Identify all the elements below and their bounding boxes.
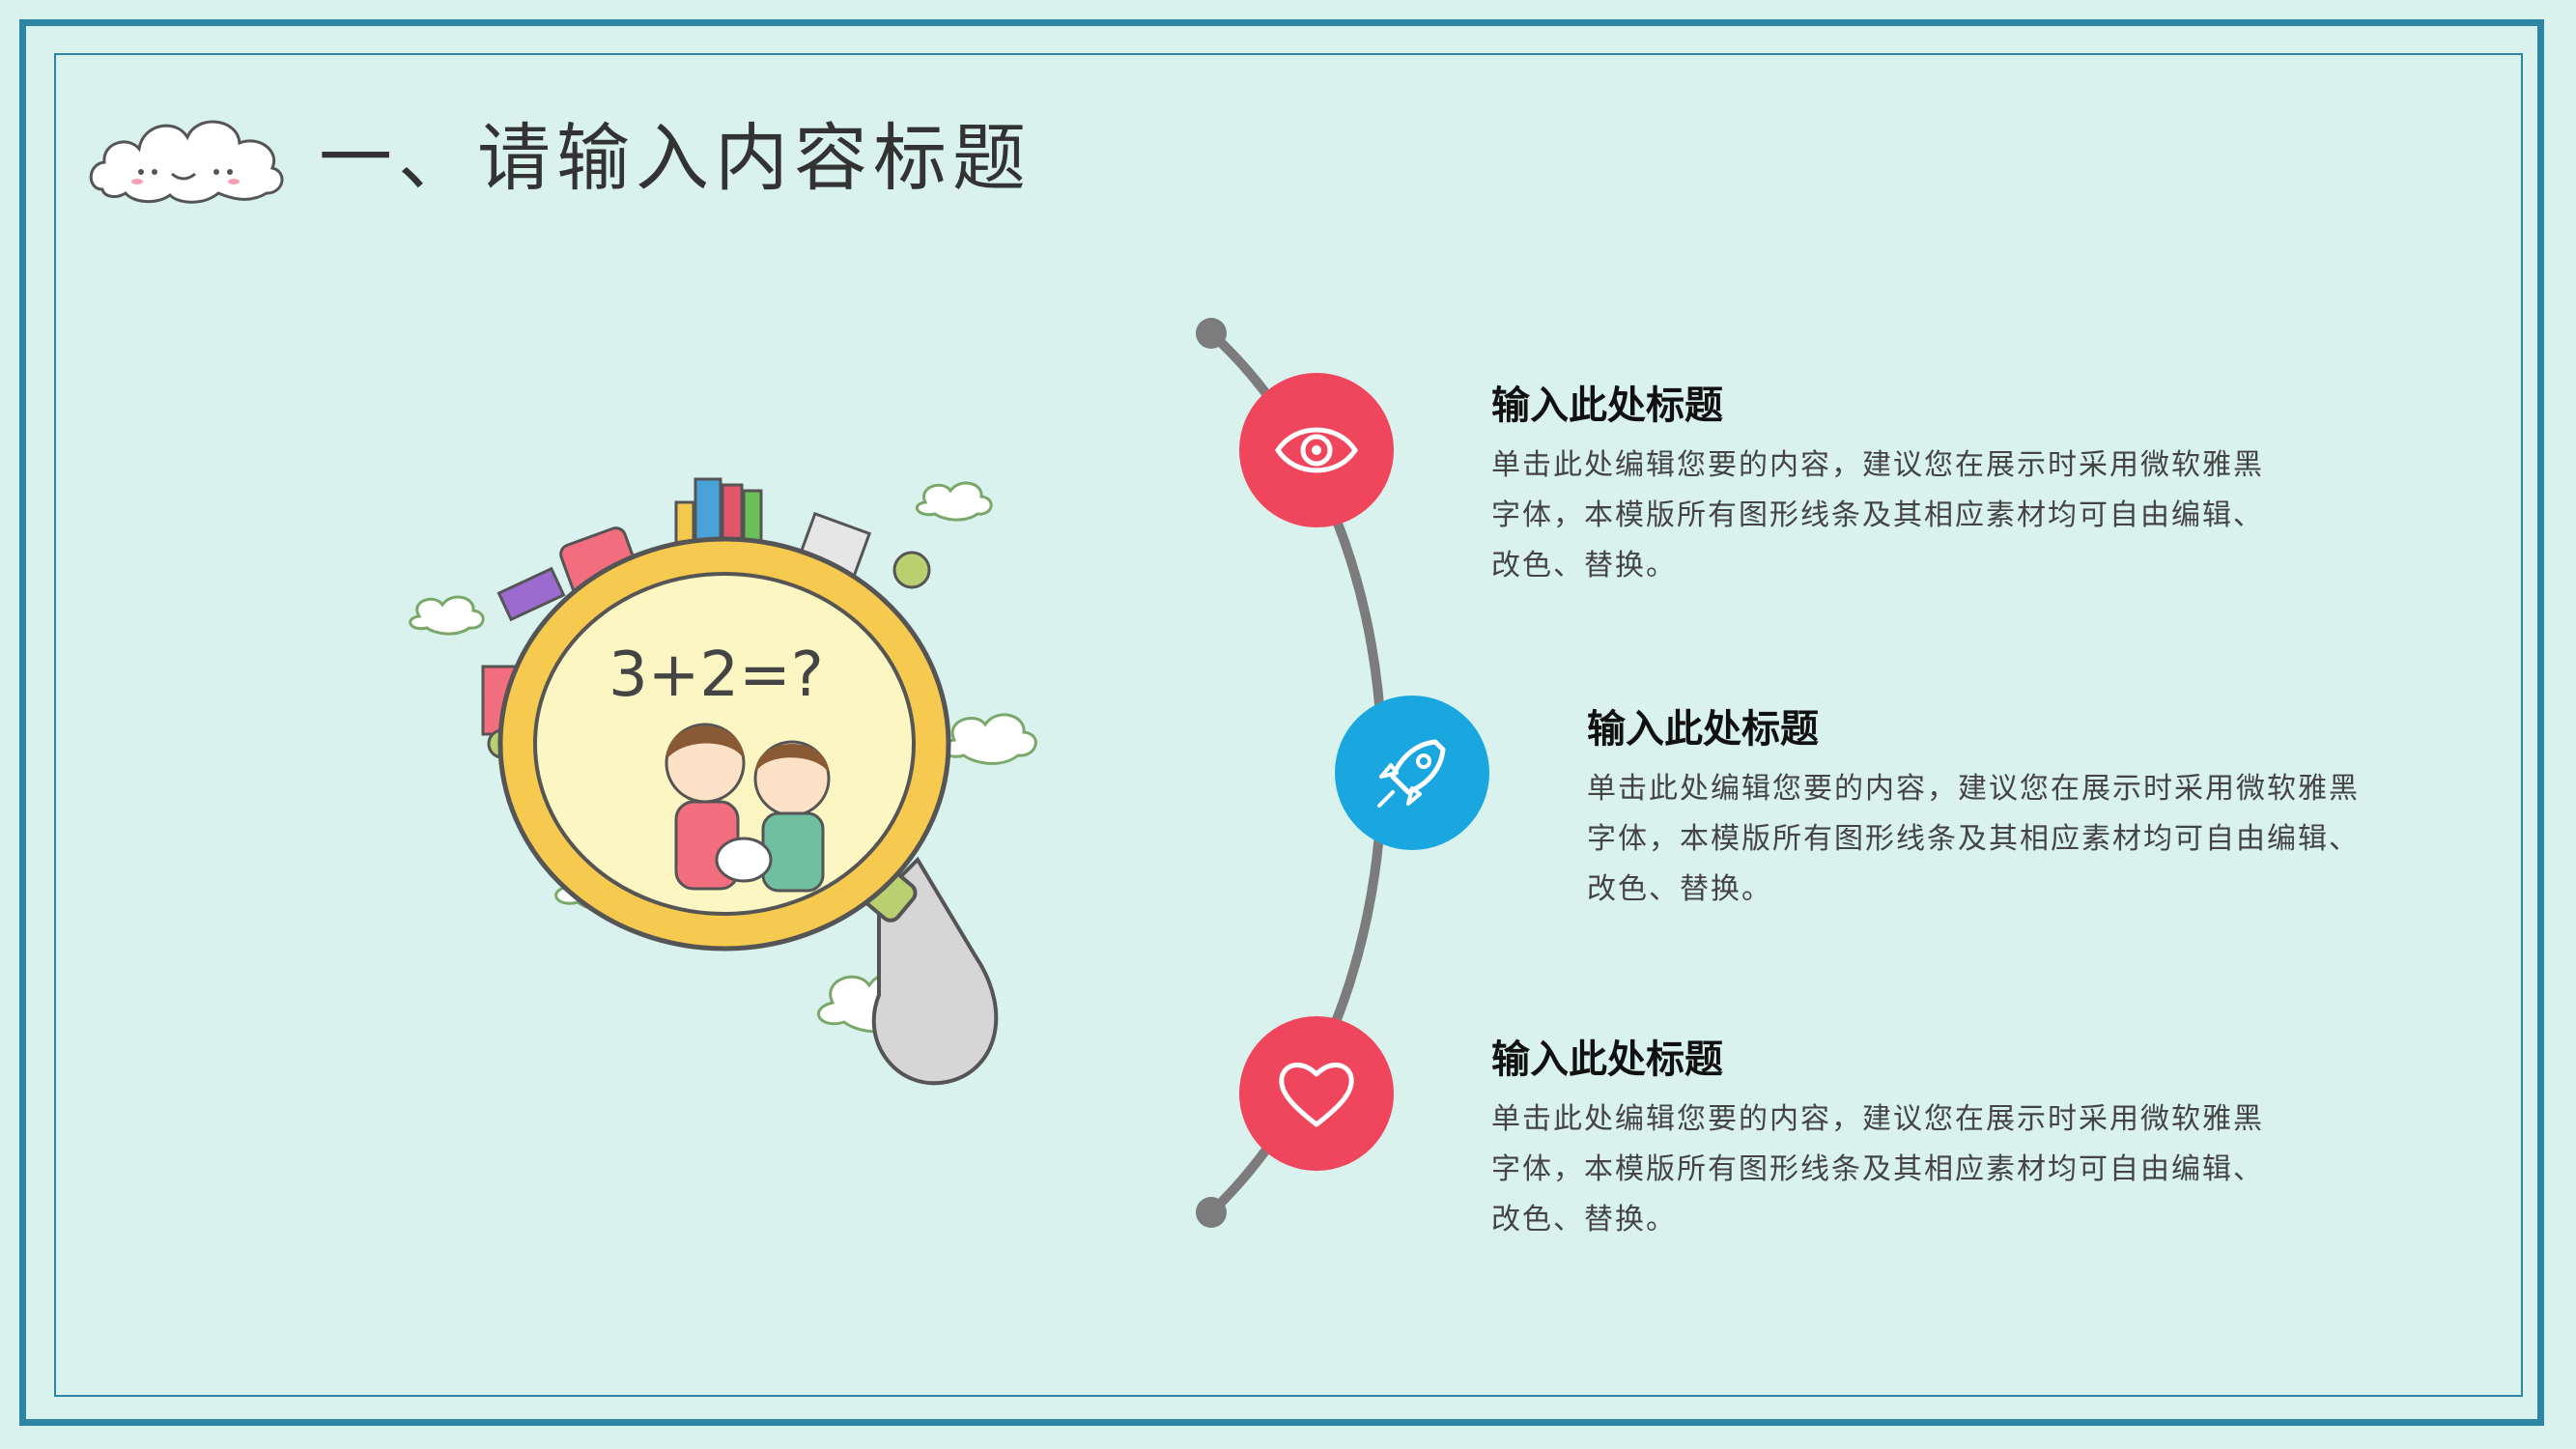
cloud-icon bbox=[89, 120, 284, 204]
item-body: 单击此处编辑您要的内容，建议您在展示时采用微软雅黑字体，本模版所有图形线条及其相… bbox=[1587, 772, 2360, 906]
timeline-item: 输入此处标题 单击此处编辑您要的内容，建议您在展示时采用微软雅黑字体，本模版所有… bbox=[1491, 1037, 2283, 1245]
item-title: 输入此处标题 bbox=[1491, 1037, 1723, 1082]
heart-icon bbox=[1279, 1063, 1354, 1127]
item-body: 单击此处编辑您要的内容，建议您在展示时采用微软雅黑字体，本模版所有图形线条及其相… bbox=[1491, 448, 2264, 582]
item-body: 单击此处编辑您要的内容，建议您在展示时采用微软雅黑字体，本模版所有图形线条及其相… bbox=[1491, 1102, 2264, 1236]
outer-frame bbox=[19, 19, 2544, 1426]
equation-text: 3+2=? bbox=[609, 639, 824, 711]
item-title: 输入此处标题 bbox=[1491, 384, 1723, 428]
magnifier-illustration: 3+2=? bbox=[409, 477, 1037, 1086]
rocket-circle bbox=[1335, 696, 1489, 850]
eye-icon bbox=[1275, 427, 1358, 473]
heart-circle bbox=[1239, 1016, 1394, 1171]
timeline-item: 输入此处标题 单击此处编辑您要的内容，建议您在展示时采用微软雅黑字体，本模版所有… bbox=[1587, 706, 2379, 915]
rocket-icon bbox=[1377, 739, 1446, 808]
inner-frame bbox=[54, 53, 2523, 1397]
timeline-item: 输入此处标题 单击此处编辑您要的内容，建议您在展示时采用微软雅黑字体，本模版所有… bbox=[1491, 383, 2283, 591]
page-title: 一、请输入内容标题 bbox=[319, 115, 1032, 201]
eye-circle bbox=[1239, 373, 1394, 527]
item-title: 输入此处标题 bbox=[1587, 707, 1819, 752]
